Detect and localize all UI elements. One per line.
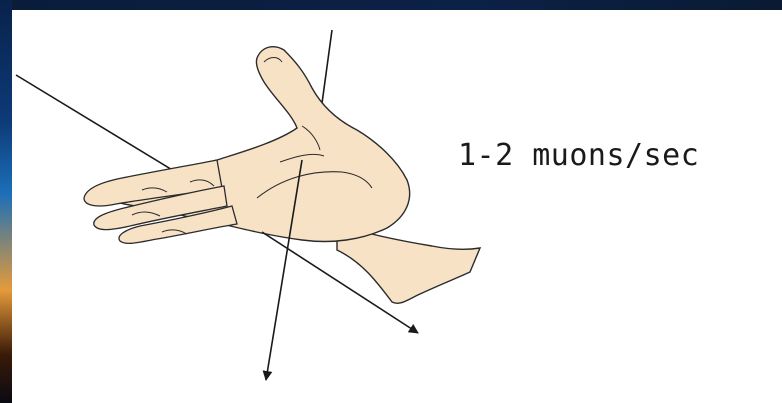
muon-hand-diagram <box>12 10 782 403</box>
hand-illustration <box>84 47 480 304</box>
slide-canvas: 1-2 muons/sec <box>12 10 782 403</box>
slide-border-top <box>0 0 782 10</box>
slide-border-left <box>0 0 12 403</box>
muon-rate-caption: 1-2 muons/sec <box>458 138 699 173</box>
